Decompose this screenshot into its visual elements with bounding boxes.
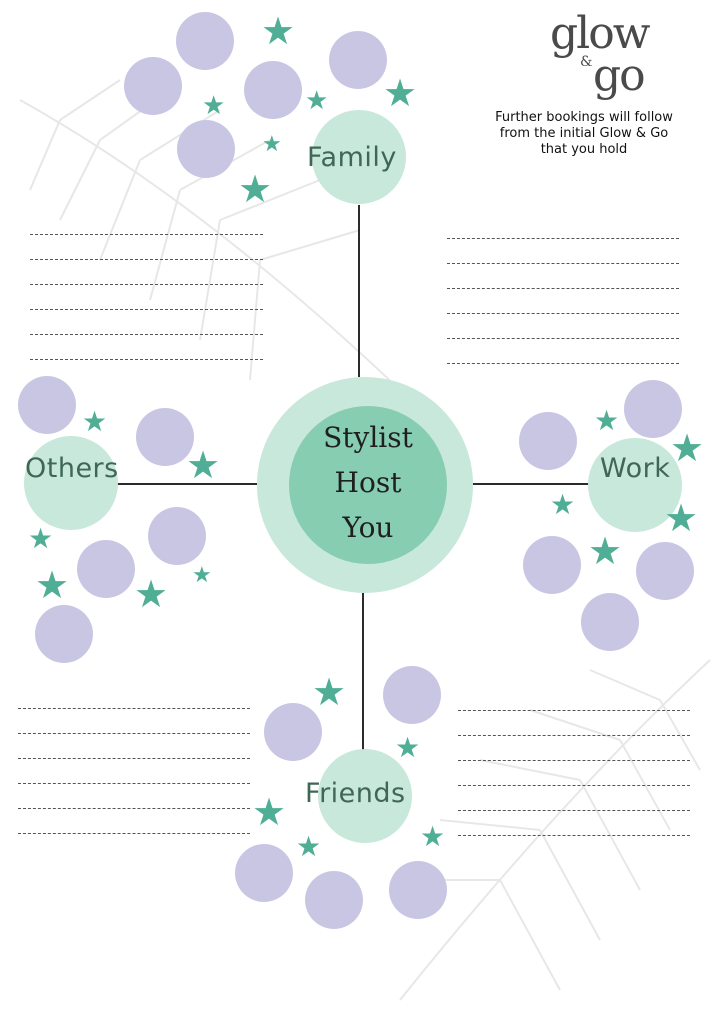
note-line — [458, 835, 690, 836]
note-line — [458, 785, 690, 786]
tagline: Further bookings will follow from the in… — [464, 110, 704, 158]
star-icon: ★ — [28, 522, 54, 555]
note-line — [30, 334, 263, 335]
bubble — [235, 844, 293, 902]
note-line — [30, 359, 263, 360]
star-icon: ★ — [82, 405, 108, 438]
others-label: Others — [25, 453, 119, 484]
bubble — [124, 57, 182, 115]
star-icon: ★ — [35, 563, 70, 607]
note-line — [30, 234, 263, 235]
star-icon: ★ — [252, 790, 287, 834]
note-line — [447, 263, 679, 264]
bubble — [177, 120, 235, 178]
star-icon: ★ — [238, 167, 273, 211]
star-icon: ★ — [664, 496, 699, 540]
note-line — [447, 363, 679, 364]
glow-and-go-logo: glow & go — [548, 8, 658, 101]
star-icon: ★ — [262, 132, 282, 157]
bubble — [77, 540, 135, 598]
family-node — [312, 110, 406, 204]
star-icon: ★ — [420, 820, 446, 853]
friends-node — [318, 749, 412, 843]
bubble — [244, 61, 302, 119]
bubble — [383, 666, 441, 724]
note-line — [447, 238, 679, 239]
bubble — [523, 536, 581, 594]
bubble — [581, 593, 639, 651]
bubble — [636, 542, 694, 600]
note-line — [30, 284, 263, 285]
bubble — [136, 408, 194, 466]
star-icon: ★ — [202, 91, 226, 121]
bubble — [519, 412, 577, 470]
star-icon: ★ — [261, 9, 296, 53]
star-icon: ★ — [395, 731, 421, 764]
friends-label: Friends — [305, 778, 406, 809]
note-line — [447, 313, 679, 314]
star-icon: ★ — [588, 529, 623, 573]
note-line — [18, 708, 250, 709]
star-icon: ★ — [312, 670, 347, 714]
note-line — [18, 783, 250, 784]
star-icon: ★ — [594, 404, 620, 437]
tagline-line-2: from the initial Glow & Go — [499, 126, 669, 141]
tagline-line-3: that you hold — [540, 142, 628, 157]
work-label: Work — [600, 453, 671, 484]
connector-others — [60, 483, 257, 485]
center-node-label: Stylist Host You — [289, 415, 447, 550]
connector-family — [358, 205, 360, 377]
center-line-you: You — [342, 511, 394, 544]
connector-friends — [362, 593, 364, 753]
note-line — [30, 309, 263, 310]
note-line — [18, 833, 250, 834]
bubble — [18, 376, 76, 434]
star-icon: ★ — [383, 71, 418, 115]
note-line — [447, 338, 679, 339]
star-icon: ★ — [134, 572, 169, 616]
logo-word-go: go — [593, 50, 646, 101]
others-node — [24, 436, 118, 530]
bubble — [305, 871, 363, 929]
star-icon: ★ — [305, 86, 329, 116]
note-line — [447, 288, 679, 289]
logo-ampersand: & — [580, 54, 593, 70]
bubble — [624, 380, 682, 438]
note-line — [30, 259, 263, 260]
note-line — [458, 735, 690, 736]
tagline-line-1: Further bookings will follow — [495, 110, 673, 125]
bubble — [35, 605, 93, 663]
star-icon: ★ — [550, 488, 576, 521]
star-icon: ★ — [296, 830, 322, 863]
note-line — [458, 760, 690, 761]
note-line — [458, 710, 690, 711]
bubble — [176, 12, 234, 70]
star-icon: ★ — [192, 563, 212, 588]
center-node — [289, 406, 447, 564]
bubble — [389, 861, 447, 919]
work-node — [588, 438, 682, 532]
logo-word-glow: glow — [550, 8, 650, 59]
bubble — [148, 507, 206, 565]
connector-work — [473, 483, 663, 485]
star-icon: ★ — [186, 443, 221, 487]
family-label: Family — [307, 142, 397, 173]
star-icon: ★ — [670, 426, 705, 470]
bubble — [264, 703, 322, 761]
note-line — [458, 810, 690, 811]
note-line — [18, 808, 250, 809]
note-line — [18, 758, 250, 759]
center-line-host: Host — [334, 466, 402, 499]
note-line — [18, 733, 250, 734]
bubble — [329, 31, 387, 89]
center-line-stylist: Stylist — [323, 421, 413, 454]
